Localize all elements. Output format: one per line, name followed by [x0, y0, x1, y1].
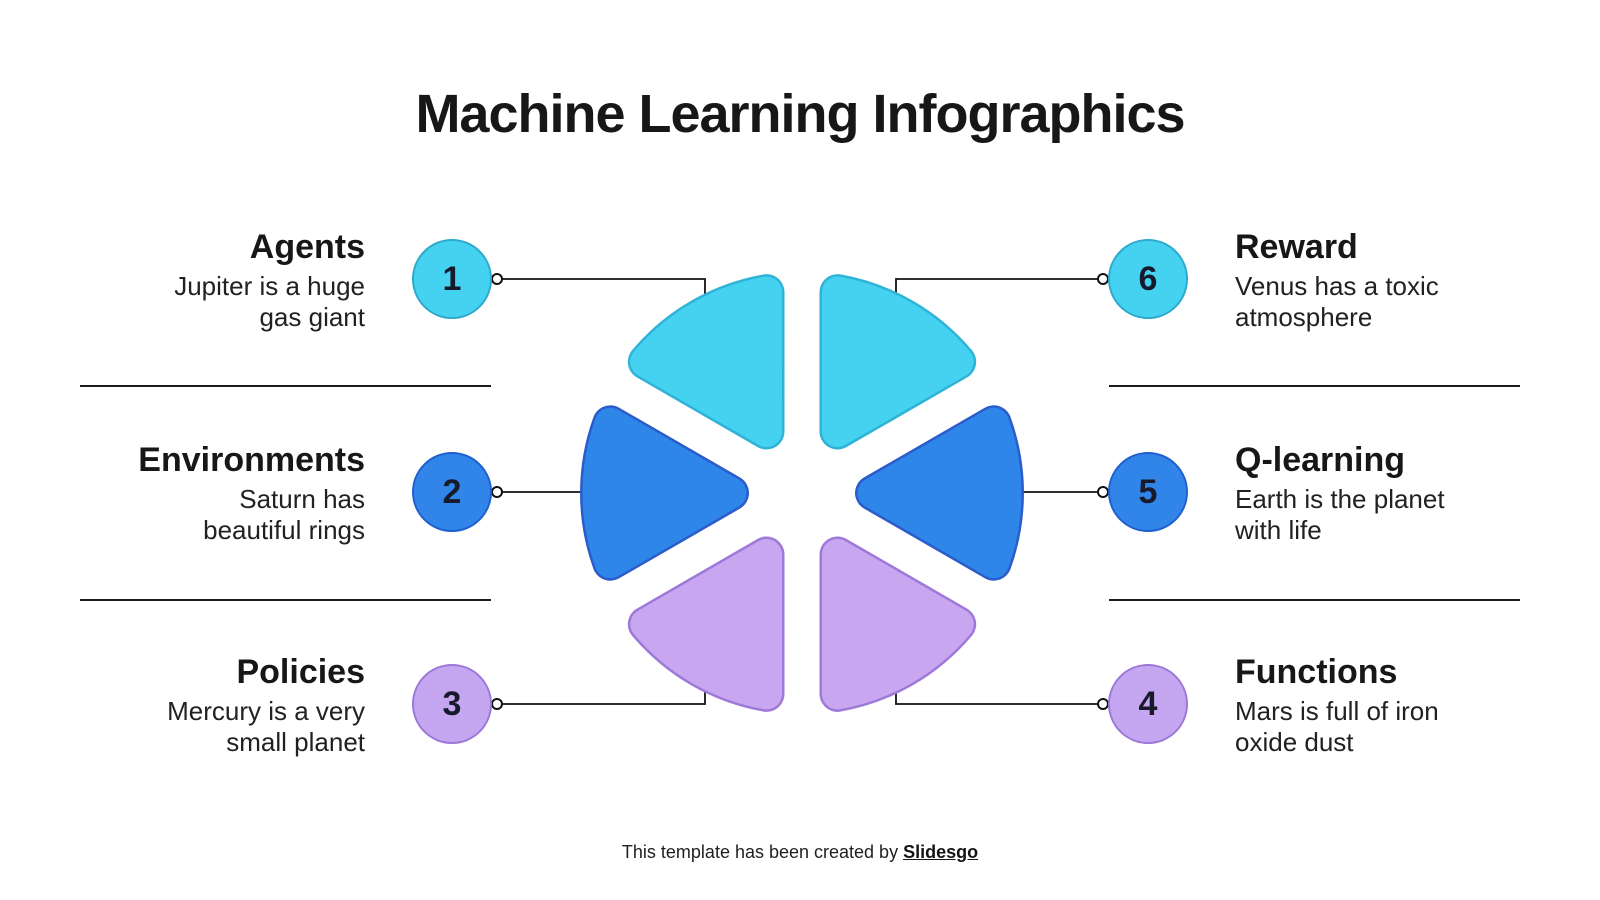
item-heading: Q-learning — [1235, 440, 1406, 479]
item-body-line: Venus has a toxic — [1235, 270, 1439, 301]
number-badge-5: 5 — [1108, 452, 1188, 532]
item-body-line: with life — [1235, 514, 1322, 545]
item-body-line: atmosphere — [1235, 301, 1373, 332]
number-badge-2: 2 — [412, 452, 492, 532]
slidesgo-link[interactable]: Slidesgo — [903, 842, 979, 862]
pie-wedge-top-left — [627, 274, 785, 450]
item-text-environments: Environments Saturn has beautiful rings — [55, 437, 365, 547]
connector-item-1 — [492, 278, 706, 296]
pie-wedge-middle-left — [580, 405, 749, 581]
connector-ring-6 — [1097, 273, 1109, 285]
item-text-policies: Policies Mercury is a very small planet — [55, 649, 365, 759]
badge-number: 1 — [442, 259, 462, 298]
badge-number: 5 — [1138, 472, 1158, 511]
connector-item-4 — [895, 687, 1108, 705]
footer-credit: This template has been created by Slides… — [0, 842, 1600, 863]
number-badge-1: 1 — [412, 239, 492, 319]
connector-item-6 — [895, 278, 1108, 296]
connector-item-3 — [492, 687, 706, 705]
pie-wedge-top-right — [819, 274, 977, 450]
connector-ring-5 — [1097, 486, 1109, 498]
pie-wedge-middle-right — [855, 405, 1024, 581]
item-text-functions: Functions Mars is full of iron oxide dus… — [1235, 649, 1545, 759]
item-body-line: Mars is full of iron — [1235, 695, 1439, 726]
number-badge-3: 3 — [412, 664, 492, 744]
pie-wedge-bottom-left — [627, 536, 785, 712]
item-body-line: beautiful rings — [203, 514, 365, 545]
item-body-line: gas giant — [259, 301, 365, 332]
item-heading: Agents — [249, 227, 365, 266]
badge-number: 6 — [1138, 259, 1158, 298]
badge-number: 2 — [442, 472, 462, 511]
item-body-line: small planet — [226, 726, 365, 757]
badge-number: 4 — [1138, 684, 1158, 723]
item-heading: Environments — [138, 440, 365, 479]
item-text-q-learning: Q-learning Earth is the planet with life — [1235, 437, 1545, 547]
connector-ring-3 — [491, 698, 503, 710]
item-heading: Policies — [236, 652, 365, 691]
item-body-line: oxide dust — [1235, 726, 1354, 757]
item-body-line: Saturn has — [239, 483, 365, 514]
item-text-reward: Reward Venus has a toxic atmosphere — [1235, 224, 1545, 334]
connector-ring-2 — [491, 486, 503, 498]
item-body-line: Earth is the planet — [1235, 483, 1445, 514]
connector-ring-1 — [491, 273, 503, 285]
item-body-line: Jupiter is a huge — [174, 270, 365, 301]
footer-credit-text: This template has been created by — [621, 842, 904, 862]
number-badge-6: 6 — [1108, 239, 1188, 319]
number-badge-4: 4 — [1108, 664, 1188, 744]
item-heading: Reward — [1235, 227, 1358, 266]
item-text-agents: Agents Jupiter is a huge gas giant — [55, 224, 365, 334]
page-title: Machine Learning Infographics — [415, 84, 1185, 144]
connector-ring-4 — [1097, 698, 1109, 710]
pie-wedge-bottom-right — [819, 536, 977, 712]
item-body-line: Mercury is a very — [167, 695, 365, 726]
item-heading: Functions — [1235, 652, 1398, 691]
badge-number: 3 — [442, 684, 462, 723]
